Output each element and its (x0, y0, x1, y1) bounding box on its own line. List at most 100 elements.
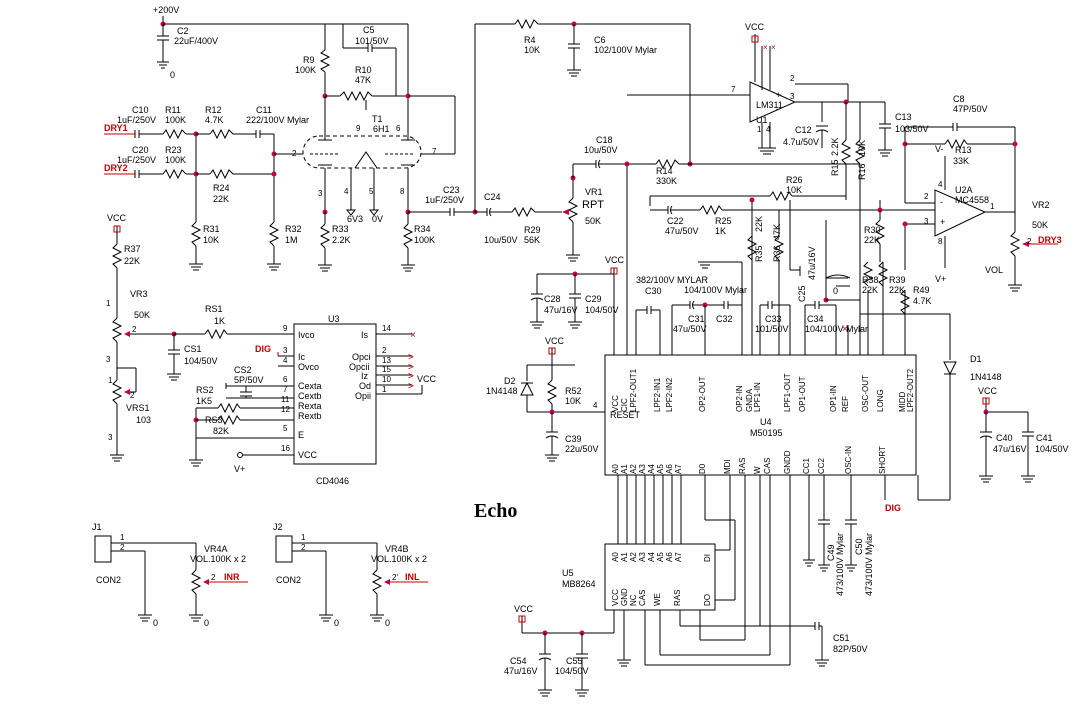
r38-value: 22K (862, 285, 878, 295)
rpt-label: RPT (582, 199, 604, 211)
gnd-label-2: 0 (833, 286, 838, 296)
u4-top-pin-label: LPF1-IN (753, 382, 762, 412)
u3-n12: 12 (281, 405, 290, 414)
u4-bottom-pin-label: A3 (638, 464, 647, 474)
u3-pin-ic: Ic (298, 352, 306, 362)
r33-value: 2.2K (332, 235, 351, 245)
r14-ref: R14 (656, 166, 673, 176)
u2-pin8: 8 (938, 237, 943, 246)
c55-ref: C55 (566, 656, 583, 666)
u1-minus: - (776, 104, 779, 114)
vr3-pin2: 2 (132, 325, 137, 334)
c40-ref: C40 (996, 433, 1013, 443)
u4-bottom-pin-label: A1 (620, 464, 629, 474)
j2-part: CON2 (276, 575, 301, 585)
vr3-pin1: 1 (106, 299, 111, 308)
c10-ref: C10 (132, 105, 149, 115)
j1-pin1: 1 (120, 533, 125, 542)
u3-pin-opii: Opii (355, 391, 371, 401)
u4-top-pin-label: OSC-OUT (861, 375, 870, 412)
opamp-section: C12 4.7u/50V R15 2.2K R16 10K C13 103/50… (783, 94, 1062, 330)
u3-vplus: V+ (234, 464, 245, 474)
rs1-value: 1K (214, 316, 225, 326)
c49-ref: C49 (826, 544, 836, 561)
u1-part: LM311 (756, 100, 783, 110)
r32-value: 1M (285, 235, 298, 245)
c49-value: 473/100V Mylar (835, 533, 845, 596)
cs2-value: 5P/50V (234, 375, 264, 385)
c5-ref: C5 (363, 25, 375, 35)
vr2-ref: VR2 (1032, 200, 1050, 210)
u5-top-pin-label: A6 (665, 552, 674, 562)
r23-value: 100K (165, 155, 186, 165)
c30-value: 382/100V MYLAR (636, 275, 709, 285)
r29-ref: R29 (524, 225, 541, 235)
r23-ref: R23 (165, 145, 182, 155)
j2-pin1: 1 (301, 533, 306, 542)
u2-plus: + (940, 217, 945, 227)
r11-value: 100K (165, 115, 186, 125)
u3-ref: U3 (328, 314, 340, 324)
vr4b-value: VOL.100K x 2 (371, 554, 427, 564)
u3-pin-cexta: Cexta (298, 381, 322, 391)
t1-part: 6H1 (373, 124, 390, 134)
r16-ref: R16 (857, 163, 867, 180)
r36-value: 47K (772, 224, 782, 240)
r26-value: 10K (786, 185, 802, 195)
u4-bottom-pin-label: A2 (629, 464, 638, 474)
u4-top-pin-label: OP2-IN (735, 385, 744, 412)
c34-ref: C34 (807, 314, 824, 324)
vr3-ref: VR3 (130, 289, 148, 299)
u3-n5: 5 (283, 424, 288, 433)
vr4a-value: VOL.100K x 2 (190, 554, 246, 564)
u3-dig-label: DIG (255, 344, 271, 354)
r30-ref: R30 (864, 225, 881, 235)
vr2-value: 50K (1032, 220, 1048, 230)
u1-pin1: 1 (757, 125, 762, 134)
c11-value: 222/100V Mylar (246, 115, 309, 125)
u4-bottom-pin-label: D0 (698, 463, 707, 474)
u5-top-pin-label: A2 (629, 552, 638, 562)
cs1-ref: CS1 (184, 344, 202, 354)
u4-part: M50195 (750, 428, 783, 438)
u1-pin4: 4 (766, 125, 771, 134)
r13-value: 33K (953, 156, 969, 166)
inr-label: INR (224, 572, 240, 582)
c20-value: 1uF/250V (117, 155, 156, 165)
u4-reset: RESET (610, 410, 641, 420)
u4-ref: U4 (760, 417, 772, 427)
c22-value: 47u/50V (665, 226, 699, 236)
u4-bottom-pin-label: OSC-IN (844, 446, 853, 474)
d1-value: 1N4148 (970, 372, 1002, 382)
c50-ref: C50 (854, 538, 864, 555)
u5-top-pin-label: A7 (674, 552, 683, 562)
comparator-u1: + - LM311 U1 VCC × × 7 2 3 1 4 (627, 22, 849, 155)
dry3-label: DRY3 (1038, 235, 1062, 245)
dry2-label: DRY2 (104, 163, 128, 173)
u2-ref: U2A (955, 185, 973, 195)
c18-ref: C18 (596, 135, 613, 145)
pin-6: 6 (396, 124, 401, 133)
u4-bottom-pin-label: CAS (763, 458, 772, 474)
u4-bottom-pin-label: CC1 (802, 457, 811, 474)
c28-ref: C28 (544, 294, 561, 304)
u2-pin2: 2 (924, 192, 929, 201)
cathode-resistors: R33 2.2K R34 100K (318, 209, 445, 272)
pin-3: 3 (318, 189, 323, 198)
filter-network: R26 10K C22 47u/50V R25 1K R30 22K R35 2… (649, 175, 935, 355)
r4-ref: R4 (524, 35, 536, 45)
d2-ref: D2 (504, 376, 516, 386)
pin-4: 4 (344, 187, 349, 196)
pin-7: 7 (432, 147, 437, 156)
c18-value: 10u/50V (584, 145, 618, 155)
r10-value: 47K (355, 75, 371, 85)
j2-pin2: 2 (301, 543, 306, 552)
u4-supply-caps: VCC C28 47u/16V C29 104/50V (530, 255, 625, 355)
c25-ref: C25 (797, 285, 807, 302)
u4-top-pin-label: LONG (876, 389, 885, 412)
u4-dig-label: DIG (885, 503, 901, 513)
